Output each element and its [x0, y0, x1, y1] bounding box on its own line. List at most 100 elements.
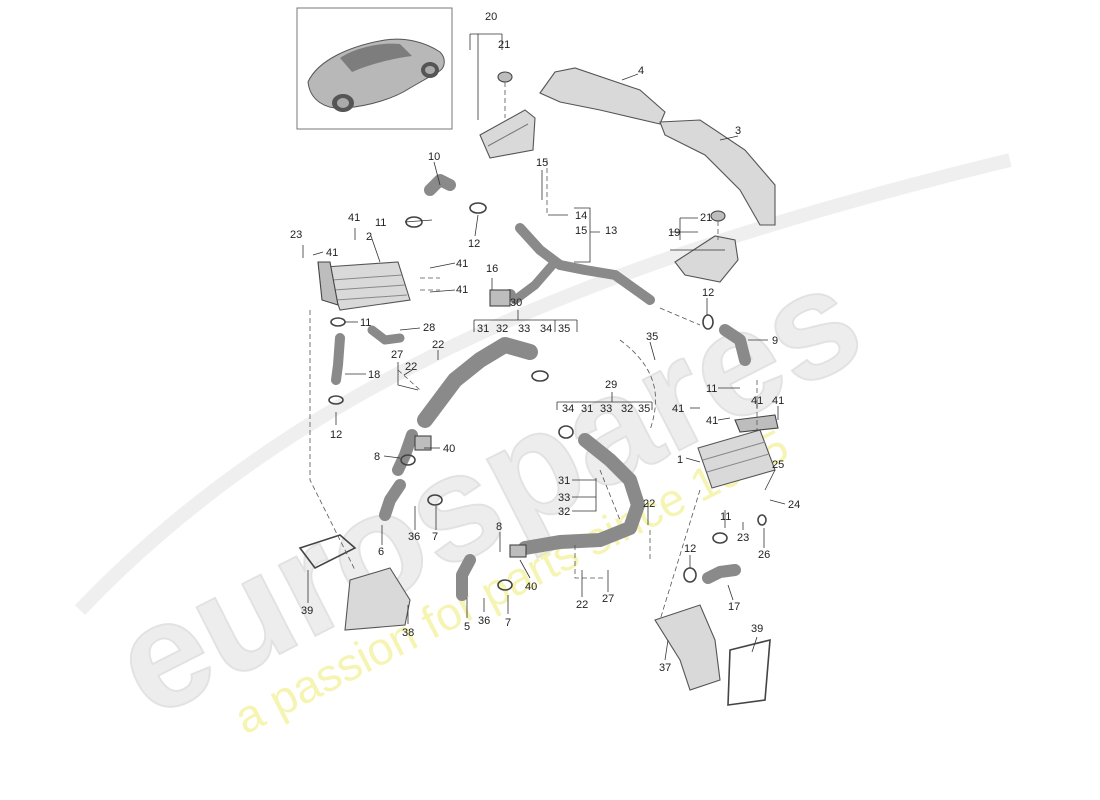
callout-41-b: 41 [751, 395, 763, 407]
part-19-air-duct-right [674, 210, 739, 283]
callout-39: 39 [301, 605, 313, 617]
callout-31-c: 31 [558, 475, 570, 487]
callout-40-low: 40 [525, 581, 537, 593]
callout-24: 24 [788, 499, 800, 511]
callout-7: 7 [432, 531, 438, 543]
plug-21-right [710, 210, 726, 222]
callout-21: 21 [498, 39, 510, 51]
plug-21-top [497, 71, 513, 83]
part-4-air-duct [539, 67, 666, 125]
coupling-40-left [414, 435, 432, 451]
callout-41-d: 41 [706, 415, 718, 427]
callout-38: 38 [402, 627, 414, 639]
callout-1: 1 [677, 454, 683, 466]
callout-9: 9 [772, 335, 778, 347]
callout-34: 34 [540, 323, 552, 335]
callout-18: 18 [368, 369, 380, 381]
callout-41-mid: 41 [456, 258, 468, 270]
callout-35-hose: 35 [646, 331, 658, 343]
callout-12-low: 12 [684, 543, 696, 555]
callout-11-low: 11 [720, 511, 731, 523]
callout-36-low: 36 [478, 615, 490, 627]
callout-22-c: 22 [643, 498, 655, 510]
callout-25: 25 [772, 459, 784, 471]
callout-31-b: 31 [581, 403, 593, 415]
callout-35-c: 35 [638, 403, 650, 415]
callout-21-right: 21 [700, 212, 712, 224]
callout-12-left: 12 [330, 429, 342, 441]
part-3-air-duct [659, 119, 776, 226]
watermark-swoosh [74, 153, 1012, 615]
assembly-lines [309, 82, 758, 621]
callout-7-low: 7 [505, 617, 511, 629]
callout-41-left: 41 [326, 247, 338, 259]
hose-clamps [328, 202, 767, 591]
callout-23: 23 [290, 229, 302, 241]
part-2-intercooler-left [317, 261, 411, 311]
callout-14: 14 [575, 210, 587, 222]
callout-41-lower: 41 [456, 284, 468, 296]
callout-22-left: 22 [405, 361, 417, 373]
callout-5: 5 [464, 621, 470, 633]
callout-41: 41 [348, 212, 360, 224]
car-icon [307, 38, 445, 112]
callout-15-pipe: 15 [575, 225, 587, 237]
callout-4: 4 [638, 65, 644, 77]
callout-37: 37 [659, 662, 671, 674]
callout-36: 36 [408, 531, 420, 543]
callout-33: 33 [518, 323, 530, 335]
part-30-pipe-left [417, 337, 538, 428]
callout-32-c: 32 [558, 506, 570, 518]
callout-30: 30 [510, 297, 522, 309]
callout-23-low: 23 [737, 532, 749, 544]
callout-32: 32 [496, 323, 508, 335]
callout-11-left: 11 [360, 317, 371, 329]
callout-6: 6 [378, 546, 384, 558]
callout-28: 28 [423, 322, 435, 334]
callout-22-low: 22 [576, 599, 588, 611]
callout-19: 19 [668, 227, 680, 239]
leader-lines [302, 33, 786, 661]
callout-33-b: 33 [600, 403, 612, 415]
callout-40: 40 [443, 443, 455, 455]
coupling-40 [509, 544, 527, 558]
callout-35: 35 [558, 323, 570, 335]
callout-29: 29 [605, 379, 617, 391]
callout-10: 10 [428, 151, 440, 163]
callout-13: 13 [605, 225, 617, 237]
callout-8: 8 [374, 451, 380, 463]
callout-15: 15 [536, 157, 548, 169]
callout-20: 20 [485, 11, 497, 23]
callout-27-low: 27 [602, 593, 614, 605]
part-29-pipe-right [518, 433, 645, 555]
callout-31: 31 [477, 323, 489, 335]
part-20-air-duct-top [479, 71, 536, 159]
callout-39-right: 39 [751, 623, 763, 635]
callout-41-a: 41 [672, 403, 684, 415]
callout-8-low: 8 [496, 521, 502, 533]
callout-16: 16 [486, 263, 498, 275]
callout-32-b: 32 [621, 403, 633, 415]
callout-12-right: 12 [702, 287, 714, 299]
callout-22: 22 [432, 339, 444, 351]
part-38-air-guide-left [344, 567, 411, 631]
callout-27: 27 [391, 349, 403, 361]
callout-11: 11 [375, 217, 386, 229]
callout-17: 17 [728, 601, 740, 613]
callout-11-right: 11 [706, 383, 717, 395]
part-37-air-guide-right [654, 604, 721, 691]
callout-3: 3 [735, 125, 741, 137]
callout-33-c: 33 [558, 492, 570, 504]
callout-41-c: 41 [772, 395, 784, 407]
part-13-pipe-assembly [510, 223, 655, 305]
callout-2: 2 [366, 231, 372, 243]
callout-26: 26 [758, 549, 770, 561]
seal-39-right [727, 638, 771, 706]
coupling-16 [489, 289, 511, 307]
callout-34-b: 34 [562, 403, 574, 415]
car-thumbnail [296, 7, 453, 130]
callout-labels: 20 21 4 3 10 15 14 15 13 21 19 41 23 41 … [290, 11, 800, 674]
seal-39-left [298, 534, 357, 570]
callout-12: 12 [468, 238, 480, 250]
